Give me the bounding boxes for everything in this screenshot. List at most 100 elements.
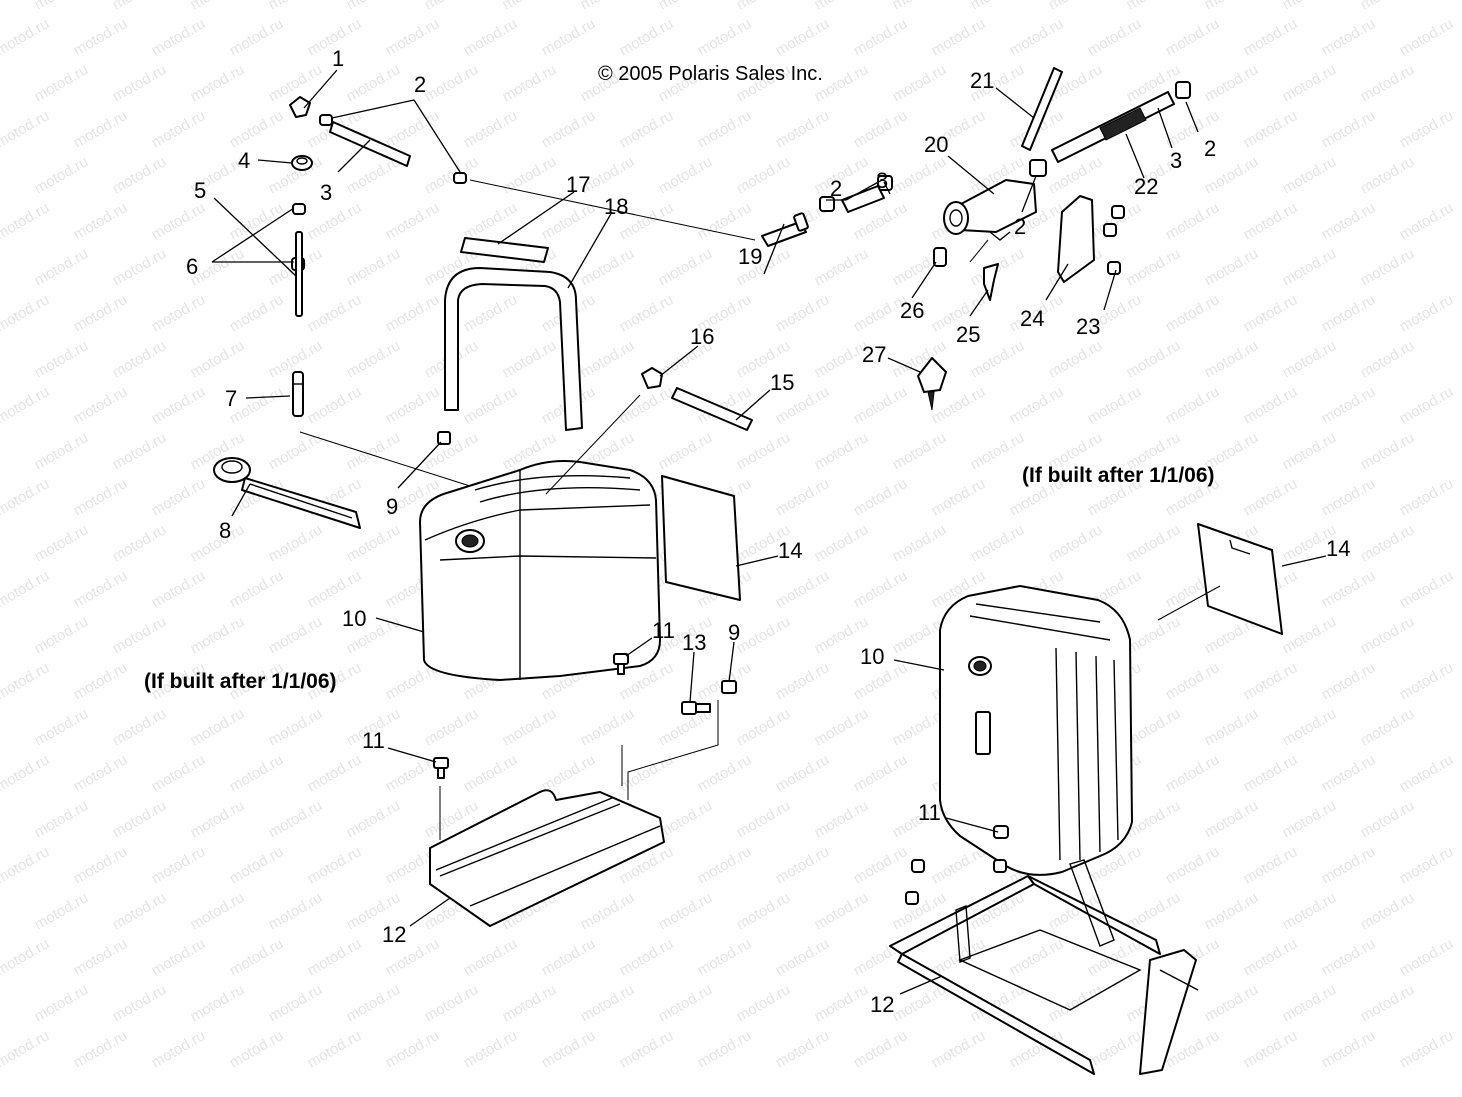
watermark: motod.ru xyxy=(851,15,911,59)
part-7-fitting xyxy=(292,371,304,417)
part-10-fuel-tank-left xyxy=(419,460,661,681)
watermark: motod.ru xyxy=(32,153,92,197)
watermark: motod.ru xyxy=(812,0,872,13)
callout-24: 24 xyxy=(1020,306,1044,331)
part-11-bolt-lower xyxy=(433,757,449,779)
leader-lines xyxy=(211,69,1327,995)
watermark: motod.ru xyxy=(1007,935,1067,979)
watermark: motod.ru xyxy=(1202,61,1262,105)
watermark: motod.ru xyxy=(188,337,248,381)
watermark: motod.ru xyxy=(1124,889,1184,933)
watermark: motod.ru xyxy=(110,797,170,841)
watermark: motod.ru xyxy=(344,429,404,473)
watermark: motod.ru xyxy=(773,751,833,795)
watermark: motod.ru xyxy=(71,843,131,887)
watermark: motod.ru xyxy=(1280,245,1340,289)
watermark: motod.ru xyxy=(773,659,833,703)
callout-3: 3 xyxy=(1170,148,1182,173)
watermark: motod.ru xyxy=(1358,61,1418,105)
part-13-bolt xyxy=(681,701,711,715)
watermark: motod.ru xyxy=(71,659,131,703)
watermark: motod.ru xyxy=(0,751,52,795)
watermark: motod.ru xyxy=(305,383,365,427)
watermark: motod.ru xyxy=(734,889,794,933)
watermark: motod.ru xyxy=(695,15,755,59)
watermark: motod.ru xyxy=(1085,1027,1145,1071)
watermark: motod.ru xyxy=(266,889,326,933)
watermark: motod.ru xyxy=(1280,889,1340,933)
watermark: motod.ru xyxy=(1163,199,1223,243)
watermark: motod.ru xyxy=(110,61,170,105)
watermark: motod.ru xyxy=(1319,475,1379,519)
watermark: motod.ru xyxy=(1358,521,1418,565)
watermark: motod.ru xyxy=(422,981,482,1025)
callout-2: 2 xyxy=(1204,136,1216,161)
part-8-fuel-pickup xyxy=(213,457,361,529)
part-12-frame-right xyxy=(889,859,1199,1075)
watermark: motod.ru xyxy=(812,797,872,841)
callout-10: 10 xyxy=(860,644,884,669)
watermark: motod.ru xyxy=(812,429,872,473)
watermark: motod.ru xyxy=(500,705,560,749)
callout-4: 4 xyxy=(238,148,250,173)
watermark: motod.ru xyxy=(539,107,599,151)
callout-23: 23 xyxy=(1076,314,1100,339)
watermark: motod.ru xyxy=(617,291,677,335)
watermark: motod.ru xyxy=(617,383,677,427)
callout-12: 12 xyxy=(382,922,406,947)
watermark: motod.ru xyxy=(539,935,599,979)
watermark: motod.ru xyxy=(461,15,521,59)
watermark: motod.ru xyxy=(227,199,287,243)
watermark: motod.ru xyxy=(1202,981,1262,1025)
watermark: motod.ru xyxy=(1397,935,1457,979)
watermark: motod.ru xyxy=(1319,659,1379,703)
watermark: motod.ru xyxy=(617,15,677,59)
watermark: motod.ru xyxy=(695,107,755,151)
watermark: motod.ru xyxy=(695,843,755,887)
watermark: motod.ru xyxy=(695,1027,755,1071)
part-26-grommet xyxy=(933,247,947,267)
callout-18: 18 xyxy=(604,194,628,219)
watermark: motod.ru xyxy=(656,797,716,841)
copyright-text: © 2005 Polaris Sales Inc. xyxy=(598,63,823,85)
callout-12: 12 xyxy=(870,992,894,1017)
watermark: motod.ru xyxy=(32,889,92,933)
watermark: motod.ru xyxy=(1241,475,1301,519)
callout-2: 2 xyxy=(1014,214,1026,239)
watermark: motod.ru xyxy=(539,751,599,795)
watermark: motod.ru xyxy=(149,567,209,611)
watermark: motod.ru xyxy=(0,107,52,151)
part-2-clamp-left xyxy=(319,114,467,184)
callout-20: 20 xyxy=(924,132,948,157)
watermark: motod.ru xyxy=(1397,107,1457,151)
watermark: motod.ru xyxy=(1319,383,1379,427)
watermark: motod.ru xyxy=(617,107,677,151)
watermark: motod.ru xyxy=(734,705,794,749)
watermark: motod.ru xyxy=(266,981,326,1025)
watermark: motod.ru xyxy=(461,383,521,427)
watermark: motod.ru xyxy=(1280,981,1340,1025)
watermark: motod.ru xyxy=(929,475,989,519)
watermark: motod.ru xyxy=(890,429,950,473)
watermark: motod.ru xyxy=(1124,0,1184,13)
part-18-tank-hold-frame xyxy=(444,267,583,431)
watermark: motod.ru xyxy=(227,291,287,335)
watermark: motod.ru xyxy=(71,383,131,427)
callout-21: 21 xyxy=(970,68,994,93)
callout-7: 7 xyxy=(225,386,237,411)
watermark: motod.ru xyxy=(656,429,716,473)
watermark: motod.ru xyxy=(0,475,52,519)
part-9-nut-upper xyxy=(437,431,451,445)
watermark: motod.ru xyxy=(1241,751,1301,795)
callout-3: 3 xyxy=(876,168,888,193)
part-20-fuel-pump xyxy=(943,179,1037,241)
watermark: motod.ru xyxy=(188,705,248,749)
watermark: motod.ru xyxy=(734,0,794,13)
watermark: motod.ru xyxy=(32,429,92,473)
watermark: motod.ru xyxy=(1163,843,1223,887)
part-9-nut-lower xyxy=(721,680,737,694)
watermark: motod.ru xyxy=(578,0,638,13)
watermark: motod.ru xyxy=(617,935,677,979)
watermark: motod.ru xyxy=(1124,613,1184,657)
